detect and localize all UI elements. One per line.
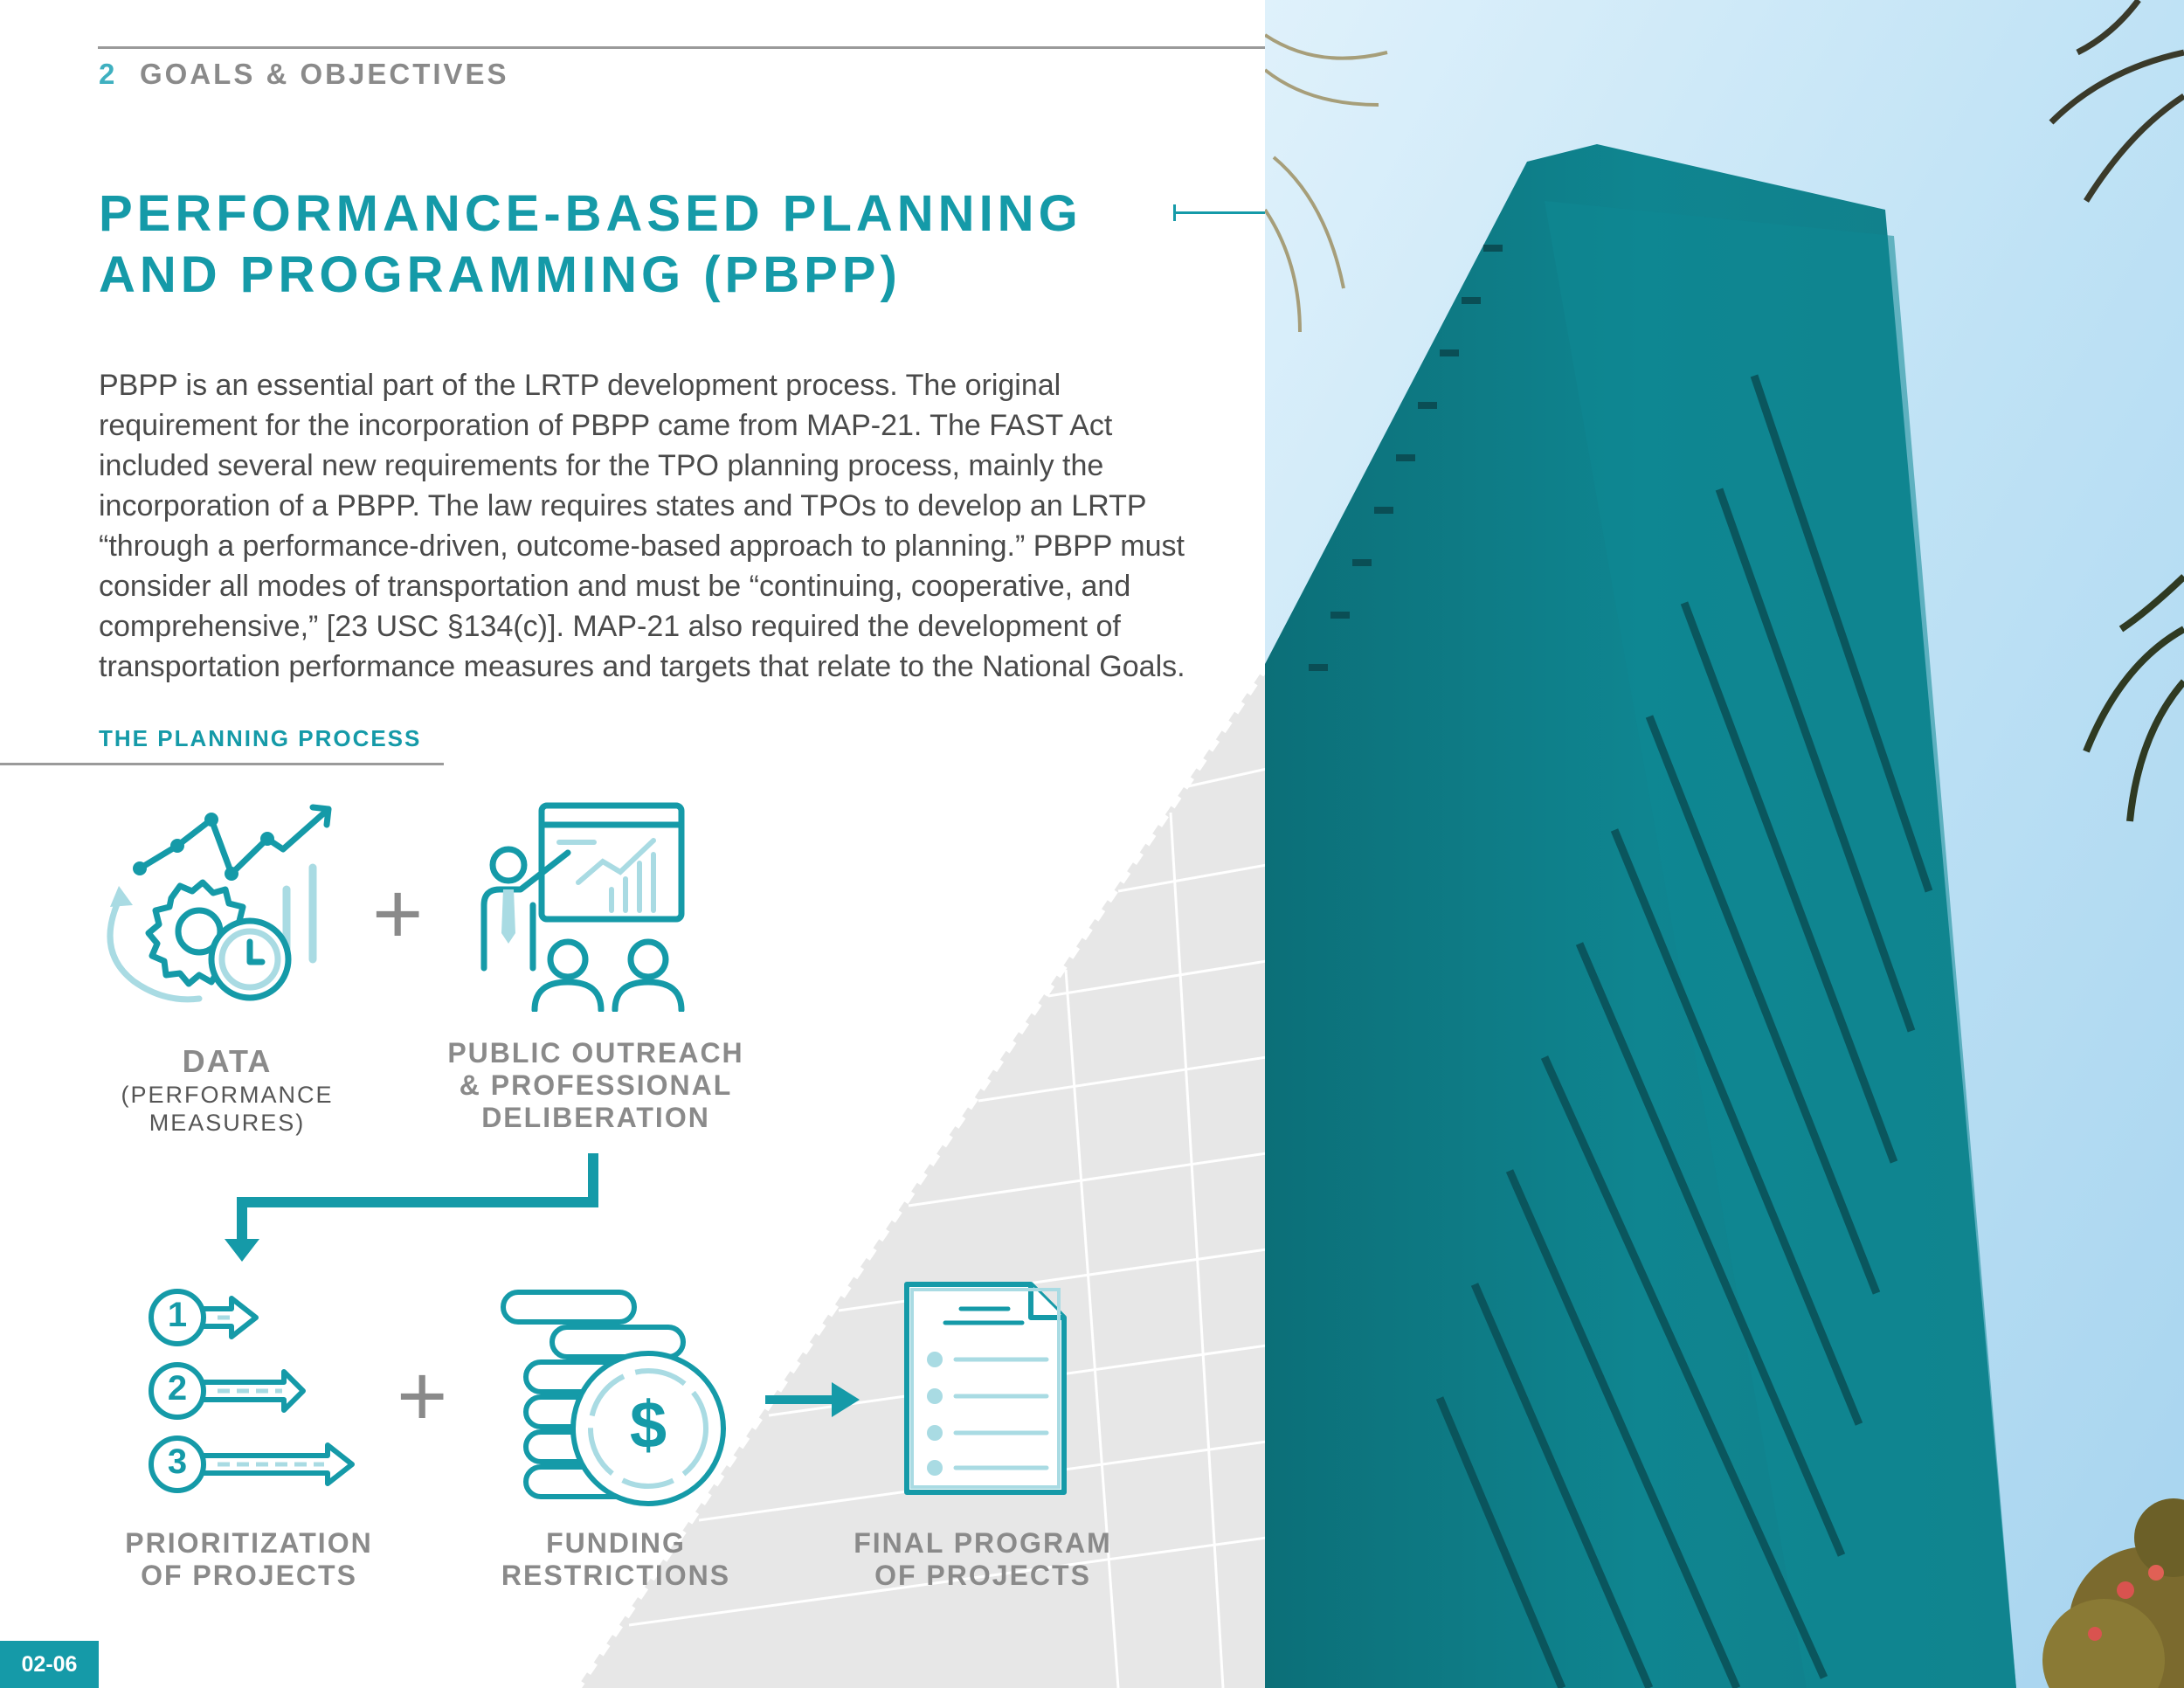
body-paragraph: PBPP is an essential part of the LRTP de…	[99, 369, 1185, 683]
step-funding-label-line1: FUNDING	[546, 1527, 686, 1559]
step-data-label: DATA	[182, 1043, 273, 1079]
dollar-sign: $	[629, 1388, 667, 1463]
ranked-list-icon	[149, 1289, 355, 1493]
step-final-program-label-line1: FINAL PROGRAM	[854, 1527, 1112, 1559]
header-rule	[98, 46, 1265, 49]
rank-number-1: 1	[167, 1296, 188, 1334]
presenter-audience-icon	[480, 802, 685, 1012]
process-section-label: THE PLANNING PROCESS	[99, 725, 422, 751]
step-final-program-label-line2: OF PROJECTS	[874, 1560, 1091, 1591]
coin-stack-dollar-icon	[501, 1290, 726, 1506]
rank-number-2: 2	[167, 1369, 188, 1408]
plus-sign: +	[372, 865, 424, 963]
section-title: GOALS & OBJECTIVES	[140, 58, 509, 90]
step-data-sublabel-line2: MEASURES)	[149, 1110, 306, 1136]
arrow-to-final-icon	[765, 1382, 860, 1417]
step-data-sublabel-line1: (PERFORMANCE	[121, 1082, 334, 1108]
step-outreach-label-line3: DELIBERATION	[481, 1102, 710, 1133]
background-building-graphic	[577, 664, 1267, 1688]
step-outreach-label-line1: PUBLIC OUTREACH	[447, 1037, 744, 1069]
step-outreach-label-line2: & PROFESSIONAL	[459, 1069, 733, 1101]
document-list-icon	[904, 1282, 1067, 1495]
step-prioritization-label-line2: OF PROJECTS	[141, 1560, 357, 1591]
flow-connector-arrow	[225, 1153, 598, 1262]
rank-number-3: 3	[167, 1442, 188, 1481]
process-section-rule	[0, 763, 444, 765]
step-prioritization-label-line1: PRIORITIZATION	[125, 1527, 373, 1559]
title-leader-line	[1173, 211, 1265, 214]
page-title: PERFORMANCE-BASED PLANNING AND PROGRAMMI…	[99, 185, 1082, 303]
data-gear-clock-chart-icon	[107, 804, 332, 1003]
step-funding-label-line2: RESTRICTIONS	[501, 1560, 731, 1591]
plus-sign: +	[397, 1347, 448, 1445]
section-number: 2	[99, 58, 116, 90]
building-photo	[1265, 0, 2184, 1688]
title-leader-tick	[1173, 204, 1176, 221]
page-number-badge: 02-06	[0, 1641, 99, 1688]
